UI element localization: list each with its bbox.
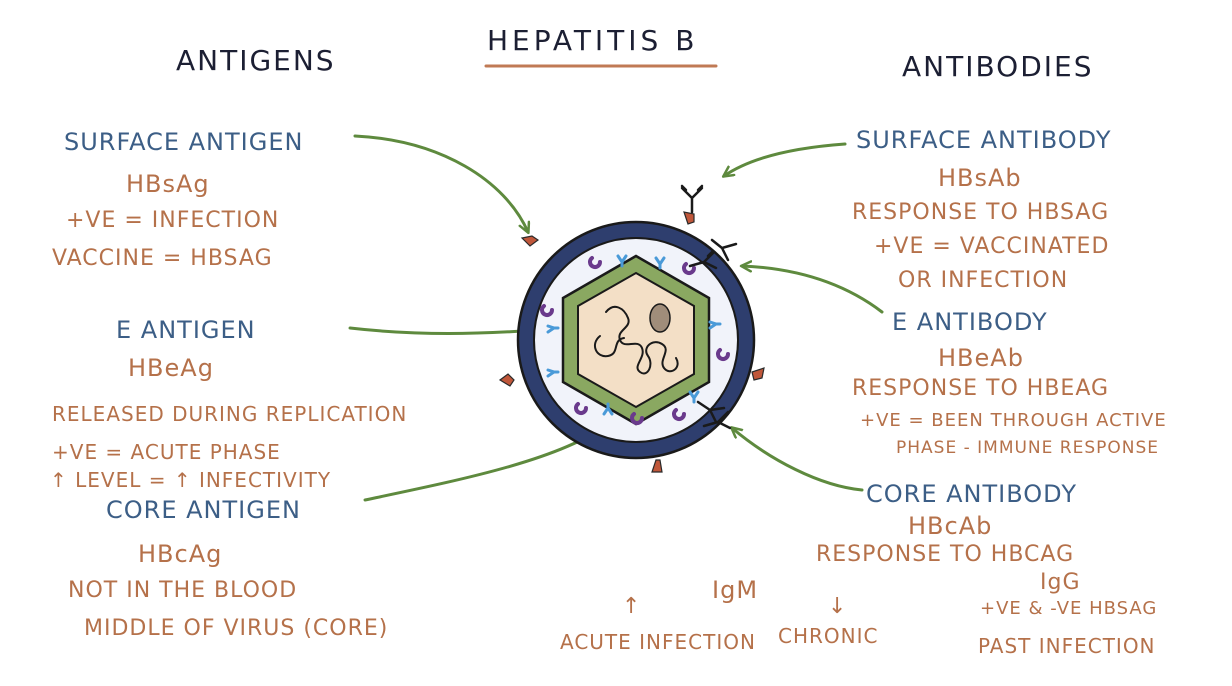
igg-label: IgG (1040, 570, 1081, 595)
surface-antibody-line-1: RESPONSE TO HBSAg (852, 200, 1110, 225)
page-title: HEPATITIS B (487, 24, 699, 57)
hepatitis-b-virion (498, 184, 765, 473)
core-antigens (540, 256, 730, 425)
core-antibody-arrow (732, 428, 864, 492)
e-antibody-arrow (742, 266, 884, 314)
surface-antigen-line-1: +VE = INFECTION (66, 208, 280, 233)
core-antigen-line-1: NOT IN THE BLOOD (68, 578, 298, 603)
igg-line-1: +VE & -VE HBsAg (980, 598, 1158, 619)
e-antibody-line-3: PHASE - IMMUNE RESPONSE (896, 438, 1160, 458)
e-antigen-line-2: +VE = ACUTE PHASE (52, 440, 281, 464)
antigens-header: ANTIGENS (176, 44, 336, 77)
core-antigen-abbr: HBcAg (138, 540, 223, 568)
e-antigen-abbr: HBeAg (128, 354, 214, 382)
surface-antigen-arrow (353, 134, 528, 232)
surface-antibody-abbr: HBsAb (938, 164, 1022, 192)
chronic-down-arrow: ↓ (828, 594, 848, 619)
acute-up-arrow: ↑ (622, 594, 642, 619)
surface-antigen-spikes (498, 211, 765, 473)
surface-antigen-line-2: VACCINE = HBsAg (52, 246, 273, 271)
core-antigen-label: CORE ANTIGEN (106, 496, 301, 524)
surface-antibody-label: SURFACE ANTIBODY (856, 126, 1112, 154)
antibodies (680, 184, 738, 430)
viral-dna (593, 305, 679, 375)
e-antigen-label: E ANTIGEN (116, 316, 256, 344)
e-antigens (546, 254, 722, 416)
e-antigen-line-1: RELEASED DURING REPLICATION (52, 402, 408, 426)
surface-antibody-line-3: OR INFECTION (898, 268, 1069, 293)
e-antigen-arrow (348, 328, 538, 334)
e-antigen-line-3: ↑ LEVEL = ↑ INFECTIVITY (50, 468, 332, 492)
surface-antibody-arrow (724, 142, 847, 176)
antibodies-header: ANTIBODIES (902, 50, 1094, 83)
e-antibody-label: E ANTIBODY (892, 308, 1048, 336)
e-antibody-line-2: +VE = BEEN THROUGH ACTIVE (860, 410, 1167, 431)
core-antigen-line-2: MIDDLE OF VIRUS (CORE) (84, 616, 389, 641)
core-antibody-label: CORE ANTIBODY (866, 480, 1077, 508)
surface-antibody-line-2: +VE = VACCINATED (874, 234, 1110, 259)
e-antibody-abbr: HBeAb (938, 344, 1024, 372)
igm-acute-infection: ACUTE INFECTION (560, 630, 756, 654)
surface-antigen-abbr: HBsAg (126, 170, 210, 198)
e-antibody-line-1: RESPONSE TO HBeAg (852, 376, 1110, 401)
igm-chronic: CHRONIC (778, 624, 879, 648)
surface-antigen-label: SURFACE ANTIGEN (64, 128, 304, 156)
igm-label: IgM (712, 576, 759, 604)
core-antibody-line-1: RESPONSE TO HBcAg (816, 542, 1075, 567)
igg-line-2: PAST INFECTION (978, 634, 1156, 658)
core-antibody-abbr: HBcAb (908, 512, 993, 540)
polymerase (649, 303, 671, 333)
